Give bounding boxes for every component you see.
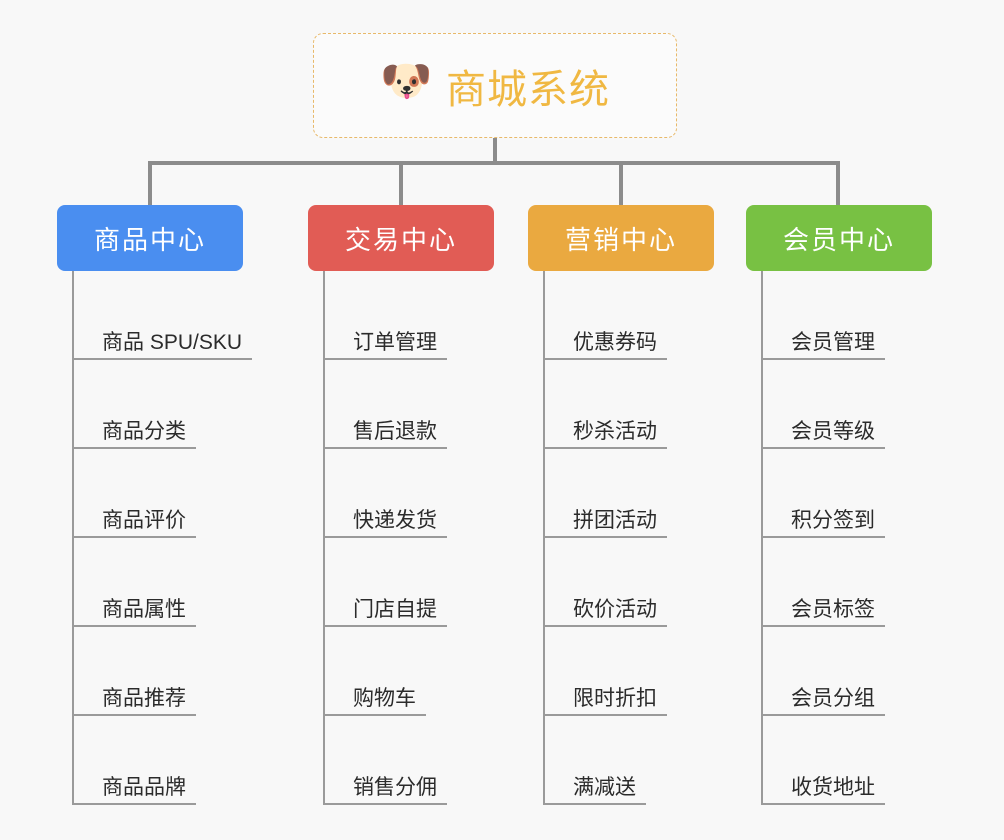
root-stem-connector xyxy=(493,138,497,164)
leaf-item-label: 砍价活动 xyxy=(573,597,657,621)
leaf-item-underline xyxy=(323,803,447,805)
shiba-dog-face-icon: 🐶 xyxy=(380,56,433,104)
leaf-item-underline xyxy=(543,625,667,627)
leaf-item-underline xyxy=(323,536,447,538)
leaf-item-label: 商品推荐 xyxy=(102,686,186,710)
leaf-item-label: 购物车 xyxy=(353,686,416,710)
leaf-item-label: 商品 SPU/SKU xyxy=(102,330,243,354)
leaf-item-underline xyxy=(761,447,885,449)
root-node[interactable]: 🐶 商城系统 xyxy=(313,33,677,138)
leaf-item-underline xyxy=(72,714,196,716)
drop-connector-2 xyxy=(399,161,403,207)
leaf-item[interactable]: 拼团活动 xyxy=(543,449,667,538)
leaf-item-underline xyxy=(72,803,196,805)
leaf-item[interactable]: 收货地址 xyxy=(761,716,885,805)
leaf-item-label: 商品分类 xyxy=(102,419,186,443)
leaf-item-label: 订单管理 xyxy=(353,330,437,354)
leaf-item-label: 会员管理 xyxy=(791,330,875,354)
leaf-item-underline xyxy=(72,358,253,360)
column-1: 交易中心 订单管理售后退款快递发货门店自提购物车销售分佣 xyxy=(308,205,494,805)
leaf-item-underline xyxy=(543,447,667,449)
leaf-item-label: 拼团活动 xyxy=(573,508,657,532)
leaf-item-underline xyxy=(323,447,447,449)
leaf-item[interactable]: 满减送 xyxy=(543,716,646,805)
leaf-item[interactable]: 砍价活动 xyxy=(543,538,667,627)
leaf-item-label: 会员标签 xyxy=(791,597,875,621)
category-title-3: 会员中心 xyxy=(782,224,895,255)
drop-connector-1 xyxy=(148,161,152,207)
leaf-item[interactable]: 会员等级 xyxy=(761,360,885,449)
leaf-item-underline xyxy=(543,803,646,805)
leaf-item[interactable]: 购物车 xyxy=(323,627,426,716)
leaf-item[interactable]: 限时折扣 xyxy=(543,627,667,716)
leaf-item-underline xyxy=(543,714,667,716)
leaf-item-underline xyxy=(72,625,196,627)
leaf-item-underline xyxy=(761,714,885,716)
category-header-1[interactable]: 交易中心 xyxy=(308,205,494,271)
category-header-0[interactable]: 商品中心 xyxy=(57,205,243,271)
leaf-item-label: 商品评价 xyxy=(102,508,186,532)
leaf-item-label: 销售分佣 xyxy=(353,775,437,799)
leaf-item[interactable]: 商品属性 xyxy=(72,538,196,627)
leaf-item[interactable]: 商品分类 xyxy=(72,360,196,449)
leaf-item-underline xyxy=(72,447,196,449)
leaf-item-label: 收货地址 xyxy=(791,775,875,799)
column-trunk-0 xyxy=(72,271,74,805)
leaf-item-underline xyxy=(761,536,885,538)
leaf-item[interactable]: 售后退款 xyxy=(323,360,447,449)
leaf-item[interactable]: 销售分佣 xyxy=(323,716,447,805)
category-title-1: 交易中心 xyxy=(344,224,457,255)
leaf-item[interactable]: 会员管理 xyxy=(761,271,885,360)
leaf-item[interactable]: 门店自提 xyxy=(323,538,447,627)
column-2: 营销中心 优惠券码秒杀活动拼团活动砍价活动限时折扣满减送 xyxy=(528,205,714,805)
leaf-item-label: 门店自提 xyxy=(353,597,437,621)
leaf-item-label: 快递发货 xyxy=(353,508,437,532)
column-trunk-3 xyxy=(761,271,763,805)
category-header-3[interactable]: 会员中心 xyxy=(746,205,932,271)
root-title: 商城系统 xyxy=(446,67,610,112)
column-trunk-2 xyxy=(543,271,545,805)
leaf-item-label: 商品属性 xyxy=(102,597,186,621)
leaf-item-underline xyxy=(323,714,426,716)
leaf-item-underline xyxy=(761,358,885,360)
leaf-item-underline xyxy=(72,536,196,538)
leaf-item[interactable]: 优惠券码 xyxy=(543,271,667,360)
leaf-item[interactable]: 秒杀活动 xyxy=(543,360,667,449)
horizontal-bus-connector xyxy=(148,161,840,165)
leaf-item[interactable]: 会员标签 xyxy=(761,538,885,627)
leaf-item-label: 满减送 xyxy=(573,775,636,799)
leaf-item-label: 限时折扣 xyxy=(573,686,657,710)
leaf-item-underline xyxy=(323,358,447,360)
leaf-item-label: 秒杀活动 xyxy=(573,419,657,443)
leaf-item[interactable]: 商品推荐 xyxy=(72,627,196,716)
leaf-item-underline xyxy=(543,536,667,538)
leaf-item[interactable]: 商品品牌 xyxy=(72,716,196,805)
leaf-item-label: 积分签到 xyxy=(791,508,875,532)
category-title-2: 营销中心 xyxy=(564,224,677,255)
leaf-item-label: 会员等级 xyxy=(791,419,875,443)
column-3: 会员中心 会员管理会员等级积分签到会员标签会员分组收货地址 xyxy=(746,205,932,805)
category-header-2[interactable]: 营销中心 xyxy=(528,205,714,271)
leaf-item-label: 会员分组 xyxy=(791,686,875,710)
leaf-item-underline xyxy=(323,625,447,627)
leaf-item[interactable]: 商品评价 xyxy=(72,449,196,538)
leaf-item-label: 售后退款 xyxy=(353,419,437,443)
leaf-item[interactable]: 积分签到 xyxy=(761,449,885,538)
column-trunk-1 xyxy=(323,271,325,805)
leaf-item[interactable]: 会员分组 xyxy=(761,627,885,716)
leaf-item-label: 优惠券码 xyxy=(573,330,657,354)
leaf-item-underline xyxy=(761,625,885,627)
drop-connector-3 xyxy=(619,161,623,207)
category-title-0: 商品中心 xyxy=(93,224,206,255)
leaf-item-label: 商品品牌 xyxy=(102,775,186,799)
drop-connector-4 xyxy=(836,161,840,207)
leaf-item[interactable]: 订单管理 xyxy=(323,271,447,360)
leaf-item[interactable]: 快递发货 xyxy=(323,449,447,538)
leaf-item[interactable]: 商品 SPU/SKU xyxy=(72,271,253,360)
leaf-item-underline xyxy=(761,803,885,805)
column-0: 商品中心 商品 SPU/SKU 商品分类商品评价商品属性商品推荐商品品牌 xyxy=(57,205,253,805)
leaf-item-underline xyxy=(543,358,667,360)
